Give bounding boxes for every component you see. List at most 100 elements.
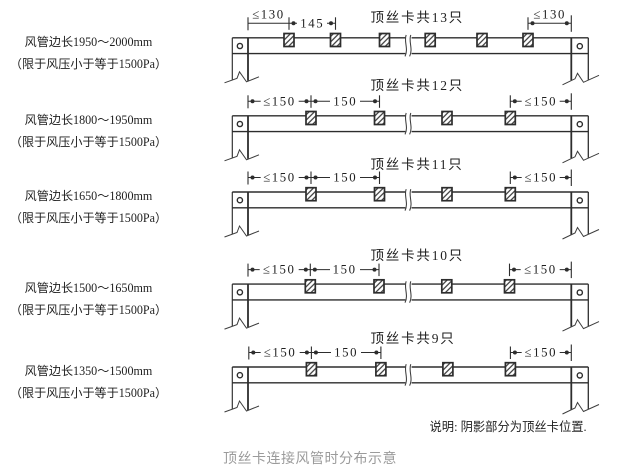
dimension-arrow-dot — [564, 350, 569, 355]
clamp-mark — [373, 110, 386, 126]
dimension-arrow-dot — [304, 99, 309, 104]
dimension-end-left: ≤150 — [259, 263, 299, 277]
dimension-arrow-dot — [313, 350, 318, 355]
pipe-break-symbol — [409, 34, 412, 57]
clamp-mark — [440, 278, 453, 294]
right-break-zigzag — [562, 72, 600, 86]
pipe-break-symbol — [409, 189, 412, 211]
dimension-end-right: ≤150 — [521, 263, 560, 277]
clamp-mark — [329, 32, 342, 48]
clamp-mark — [441, 110, 453, 126]
clamp-mark — [441, 186, 453, 202]
dimension-arrow-dot — [564, 267, 569, 272]
dimension-arrow-dot — [512, 350, 517, 355]
duct-size-label: 风管边长1500～1650mm — [24, 281, 153, 296]
clamp-count-label: 顶丝卡共9只 — [370, 331, 456, 346]
left-break-zigzag — [224, 317, 260, 330]
pressure-limit-label: （限于风压小于等于1500Pa） — [9, 210, 168, 225]
left-break-zigzag — [224, 70, 260, 84]
clamp-mark — [442, 361, 454, 377]
duct-size-label: 风管边长1350～1500mm — [24, 364, 153, 378]
bolt-hole — [576, 120, 584, 128]
bolt-hole — [576, 197, 584, 204]
dimension-arrow-dot — [564, 175, 569, 180]
bolt-hole — [236, 42, 244, 50]
pipe-break-symbol — [409, 112, 412, 135]
dimension-arrow-dot — [512, 99, 517, 104]
dimension-end-left: ≤150 — [260, 346, 300, 360]
clamp-mark — [304, 278, 317, 294]
clamp-mark — [305, 110, 317, 126]
dimension-arrow-dot — [512, 175, 517, 180]
pressure-limit-label: （限于风压小于等于1500Pa） — [9, 385, 168, 400]
dimension-arrow-dot — [512, 267, 516, 272]
clamp-count-label: 顶丝卡共13只 — [370, 9, 465, 25]
dimension-arrow-dot — [250, 175, 255, 180]
dimension-arrow-dot — [304, 350, 309, 355]
left-break-zigzag — [224, 224, 260, 238]
clamp-mark — [503, 278, 516, 294]
dimension-end-right: ≤130 — [533, 7, 566, 22]
pipe-break-symbol — [404, 189, 407, 211]
right-break-zigzag — [562, 401, 600, 415]
dimension-arrow-dot — [250, 99, 255, 104]
clamp-mark — [373, 186, 386, 202]
clamp-mark — [476, 32, 488, 48]
dimension-arrow-dot — [564, 21, 569, 26]
clamp-mark — [305, 186, 317, 202]
pipe-break-symbol — [404, 34, 407, 57]
left-break-zigzag — [224, 399, 260, 413]
dimension-arrow-dot — [564, 99, 569, 104]
dimension-arrow-dot — [304, 175, 309, 180]
dimension-arrow-dot — [329, 21, 333, 26]
dimension-end-left: ≤130 — [252, 7, 285, 22]
legend-note: 说明: 阴影部分为顶丝卡位置. — [429, 420, 587, 434]
pipe-break-symbol — [404, 112, 407, 135]
clamp-mark — [373, 278, 385, 294]
pipe-break-symbol — [404, 364, 407, 386]
clamp-count-label: 顶丝卡共12只 — [370, 77, 465, 93]
clamp-mark — [375, 361, 387, 377]
dimension-arrow-dot — [312, 267, 317, 272]
figure-caption: 顶丝卡连接风管时分布示意 — [223, 450, 397, 467]
bolt-hole — [576, 42, 584, 50]
clamp-mark — [283, 32, 295, 48]
duct-size-label: 风管边长1800～1950mm — [24, 112, 153, 127]
clamp-mark — [305, 361, 318, 377]
duct-size-label: 风管边长1950～2000mm — [24, 34, 153, 49]
bolt-hole — [236, 196, 244, 204]
dimension-arrow-dot — [374, 350, 379, 355]
dimension-arrow-dot — [373, 175, 377, 180]
duct-size-label: 风管边长1650～1800mm — [24, 189, 153, 203]
dimension-spacing: 150 — [329, 263, 360, 277]
dimension-end-right: ≤150 — [521, 171, 561, 185]
dimension-spacing: 150 — [330, 95, 361, 109]
clamp-mark — [522, 32, 534, 48]
pipe-break-symbol — [404, 281, 407, 303]
right-break-zigzag — [562, 150, 600, 164]
clamp-mark — [504, 361, 517, 377]
dimension-end-right: ≤150 — [521, 95, 561, 109]
dimension-spacing: 150 — [331, 346, 362, 360]
dimension-arrow-dot — [313, 99, 318, 104]
dimension-end-right: ≤150 — [521, 346, 561, 360]
clamp-mark — [424, 32, 437, 48]
bolt-hole — [236, 120, 244, 128]
dimension-arrow-dot — [313, 175, 318, 180]
pressure-limit-label: （限于风压小于等于1500Pa） — [9, 56, 168, 71]
left-break-zigzag — [224, 148, 260, 162]
dimension-end-left: ≤150 — [260, 95, 299, 109]
clamp-mark — [504, 186, 517, 202]
bolt-hole — [576, 372, 584, 379]
right-break-zigzag — [562, 318, 600, 332]
right-break-zigzag — [562, 226, 600, 240]
dimension-arrow-dot — [373, 99, 377, 104]
clamp-count-label: 顶丝卡共11只 — [370, 157, 464, 173]
bolt-hole — [236, 371, 244, 379]
dimension-arrow-dot — [250, 267, 255, 272]
pipe-break-symbol — [409, 364, 412, 386]
clamp-mark — [378, 32, 391, 48]
dimension-arrow-dot — [303, 267, 308, 272]
